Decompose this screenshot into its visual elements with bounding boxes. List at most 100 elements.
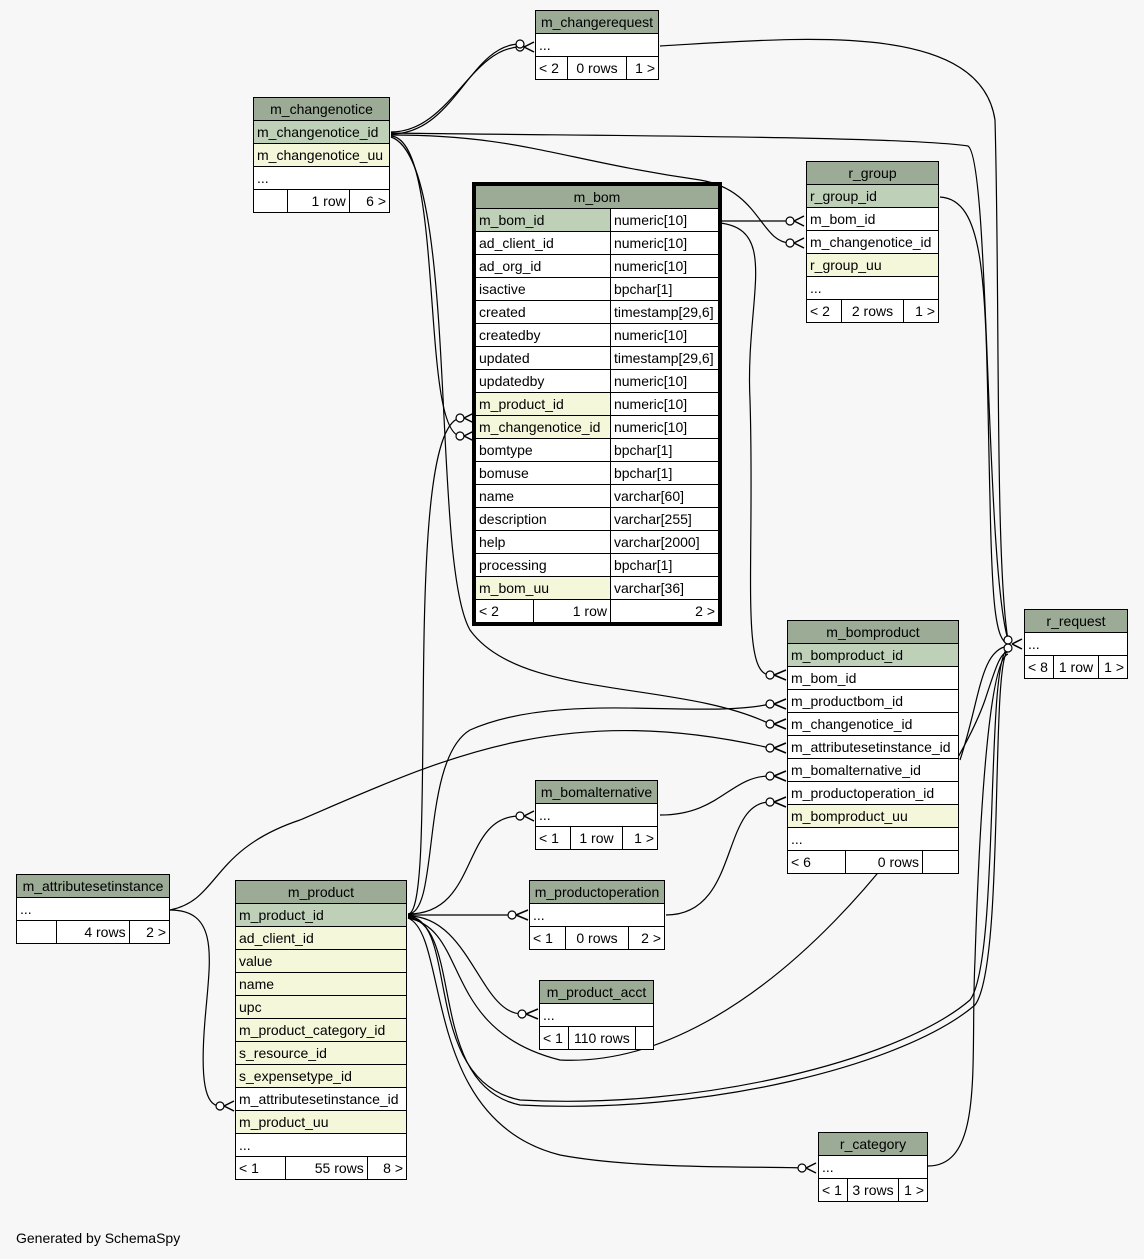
- table-m_productoperation[interactable]: m_productoperation ... < 1 0 rows 2 >: [529, 880, 665, 950]
- parents-count[interactable]: < 8: [1023, 655, 1055, 679]
- column-type: numeric[10]: [609, 208, 720, 232]
- edge-rgroup-request: [939, 196, 1009, 645]
- optional-circle-marker: [785, 216, 795, 226]
- edge-changerequest-request: [659, 38, 1009, 641]
- column-type: bpchar[1]: [609, 553, 720, 577]
- column-row: m_changenotice_id: [787, 712, 959, 736]
- table-title: m_product_acct: [539, 980, 654, 1004]
- column-row: m_changenotice_uu: [253, 143, 390, 167]
- children-count[interactable]: 2 >: [609, 599, 720, 623]
- table-m_product_acct[interactable]: m_product_acct ... < 1 110 rows: [539, 980, 654, 1050]
- crowfoot-marker: [793, 215, 805, 227]
- column-name: name: [475, 484, 611, 508]
- column-type: varchar[60]: [609, 484, 720, 508]
- crowfoot-marker: [773, 796, 787, 808]
- table-m_attributesetinstance[interactable]: m_attributesetinstance ... 4 rows 2 >: [16, 874, 171, 944]
- optional-circle-marker: [517, 1009, 527, 1019]
- table-m_changenotice[interactable]: m_changenotice m_changenotice_id m_chang…: [253, 97, 391, 213]
- crowfoot-marker: [1011, 638, 1023, 650]
- crowfoot-marker: [463, 412, 475, 424]
- table-r_group[interactable]: r_group r_group_id m_bom_id m_changenoti…: [806, 161, 939, 323]
- column-name: bomuse: [475, 461, 611, 485]
- edge-product-bom: [407, 417, 461, 915]
- parents-count[interactable]: < 1: [529, 926, 566, 950]
- children-count[interactable]: 1 >: [1097, 655, 1129, 679]
- table-m_changerequest[interactable]: m_changerequest ... < 2 0 rows 1 >: [534, 10, 660, 80]
- column-row: m_changenotice_id: [806, 230, 939, 254]
- edge-asi-product: [169, 909, 221, 1107]
- parents-count[interactable]: < 1: [539, 1026, 569, 1050]
- parents-count[interactable]: < 1: [818, 1178, 848, 1202]
- children-count[interactable]: 1 >: [903, 299, 939, 323]
- optional-circle-marker: [507, 910, 517, 920]
- children-count[interactable]: [922, 850, 959, 874]
- parents-count[interactable]: < 6: [787, 850, 846, 874]
- row-count: 110 rows: [567, 1026, 637, 1050]
- crowfoot-marker: [223, 1100, 235, 1112]
- column-row: ...: [535, 33, 659, 57]
- edge-product-category: [407, 917, 803, 1169]
- parents-count[interactable]: [253, 189, 288, 213]
- parents-count[interactable]: < 1: [235, 1156, 286, 1180]
- edge-productoperation-bomproduct: [665, 801, 771, 916]
- children-count[interactable]: 6 >: [348, 189, 391, 213]
- children-count[interactable]: 8 >: [366, 1156, 408, 1180]
- parents-count[interactable]: < 2: [534, 56, 569, 80]
- row-count: 0 rows: [567, 56, 627, 80]
- row-count: 0 rows: [564, 926, 630, 950]
- column-name: m_bom_uu: [475, 576, 611, 600]
- column-type: bpchar[1]: [609, 277, 720, 301]
- edge-category-request: [927, 653, 1009, 1167]
- crowfoot-marker: [773, 770, 787, 782]
- optional-circle-marker: [797, 1163, 807, 1173]
- row-count: 55 rows: [285, 1156, 368, 1180]
- edge-product-bomproduct: [407, 703, 771, 915]
- parents-count[interactable]: [16, 920, 57, 944]
- children-count[interactable]: 1 >: [898, 1178, 928, 1202]
- row-count: 1 row: [1053, 655, 1099, 679]
- column-type: numeric[10]: [609, 254, 720, 278]
- column-name: created: [475, 300, 611, 324]
- parents-count[interactable]: < 2: [475, 599, 534, 623]
- parents-count[interactable]: < 1: [535, 826, 571, 850]
- column-type: numeric[10]: [609, 369, 720, 393]
- children-count[interactable]: 2 >: [628, 926, 665, 950]
- column-row: m_changenotice_id: [253, 120, 390, 144]
- column-row: upc: [235, 995, 407, 1019]
- edge-product-request-2: [407, 649, 1009, 1107]
- edge-bomalternative-bomproduct: [659, 775, 771, 816]
- generated-by-label: Generated by SchemaSpy: [16, 1230, 181, 1246]
- edge-changenotice-rgroup: [390, 134, 791, 244]
- column-name: m_product_id: [475, 392, 611, 416]
- column-name: updated: [475, 346, 611, 370]
- edge-asi-bomproduct: [169, 729, 771, 911]
- table-r_category[interactable]: r_category ... < 1 3 rows 1 >: [818, 1132, 928, 1202]
- children-count[interactable]: 2 >: [128, 920, 171, 944]
- crowfoot-marker: [773, 718, 787, 730]
- table-m_bomalternative[interactable]: m_bomalternative ... < 1 1 row 1 >: [535, 780, 658, 850]
- column-row: ...: [535, 803, 658, 827]
- table-m_bomproduct[interactable]: m_bomproduct m_bomproduct_id m_bom_id m_…: [787, 620, 959, 874]
- table-m_product[interactable]: m_product m_product_id ad_client_id valu…: [235, 880, 408, 1180]
- column-type: bpchar[1]: [609, 461, 720, 485]
- table-r_request[interactable]: r_request ... < 8 1 row 1 >: [1023, 609, 1129, 679]
- table-title: r_request: [1024, 609, 1128, 633]
- optional-circle-marker: [765, 719, 775, 729]
- column-name: description: [475, 507, 611, 531]
- edge-product-request-1: [407, 647, 1009, 1102]
- edge-bomproduct-request: [959, 645, 1009, 761]
- column-name: isactive: [475, 277, 611, 301]
- crowfoot-marker: [793, 237, 805, 249]
- children-count[interactable]: [635, 1026, 654, 1050]
- parents-count[interactable]: < 2: [806, 299, 842, 323]
- column-row: value: [235, 949, 407, 973]
- column-row: m_product_uu: [235, 1110, 407, 1134]
- column-row: m_productoperation_id: [787, 781, 959, 805]
- table-title: r_group: [806, 161, 939, 185]
- row-count: 1 row: [287, 189, 350, 213]
- children-count[interactable]: 1 >: [625, 56, 660, 80]
- children-count[interactable]: 1 >: [622, 826, 658, 850]
- optional-circle-marker: [215, 1101, 225, 1111]
